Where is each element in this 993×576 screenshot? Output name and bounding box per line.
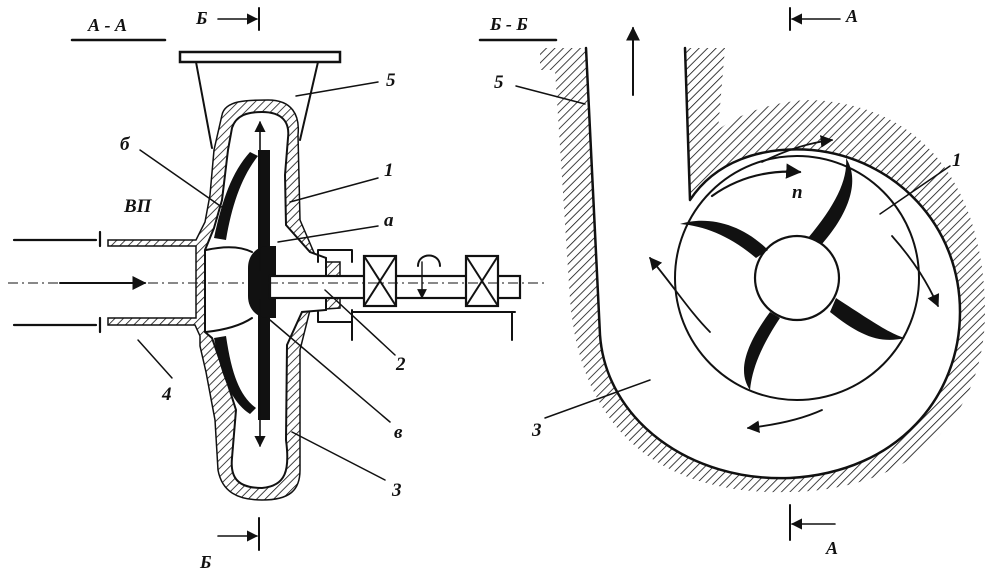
impeller-blade [830,298,905,340]
volute-casing-right [540,48,985,493]
label-1-right: 1 [952,150,962,171]
section-b-b-view: Б - Б А А [478,6,985,558]
label-4: 4 [161,384,172,405]
bearing-1 [362,254,398,308]
label-rotation-n: n [792,182,803,203]
rotation-arrow-2 [761,135,834,163]
section-a-a-view: А - А Б Б [8,7,545,572]
leader-1-right [879,165,951,215]
leader-1-left [289,177,379,203]
leader-3-left [291,431,386,481]
impeller-blade [743,312,780,390]
bearing-2 [464,254,500,308]
leader-a-small [277,225,379,243]
leader-5-left [295,81,379,97]
label-a-top: А [845,6,858,26]
impeller-blades [680,158,905,390]
label-2: 2 [395,354,406,375]
discharge-nozzle [195,61,319,149]
label-v-small: в [394,422,403,443]
leader-2 [324,289,396,356]
label-b-bottom: Б [199,552,211,572]
label-b-small: б [120,134,131,155]
impeller-vane-lines [205,246,253,333]
label-b-top: Б [195,8,207,28]
section-b-b-title: Б - Б [489,14,528,34]
section-a-a-title: А - А [87,15,127,35]
label-1-left: 1 [384,160,394,181]
volute-wall-outer [584,46,962,480]
impeller-front-shroud [214,152,258,240]
rotation-arrow-4 [746,409,823,434]
label-vp: ВП [123,196,153,217]
label-5-left: 5 [386,70,396,91]
leader-b-small [139,149,227,211]
discharge-flange [178,50,342,64]
oil-cup [417,254,441,267]
rotation-arrow-5 [649,257,711,333]
impeller-hub [248,246,276,318]
label-a-small: а [384,210,394,231]
label-3-right: 3 [531,420,542,441]
impeller-rear-shroud [214,336,256,414]
label-5-right: 5 [494,72,504,93]
label-a-bottom: А [825,538,838,558]
suction-pipe [12,230,102,334]
impeller-circle [674,155,920,401]
leader-5-right [515,85,586,105]
impeller-hub-circle [753,234,841,322]
label-3-left: 3 [391,480,402,501]
impeller-blade [808,158,853,244]
rotation-arrow-3 [891,235,940,308]
impeller-blade [680,220,768,258]
rotation-arrow-1 [710,163,802,198]
leader-v-small [269,319,391,423]
leader-3-right [544,379,651,419]
leader-4 [137,339,173,379]
